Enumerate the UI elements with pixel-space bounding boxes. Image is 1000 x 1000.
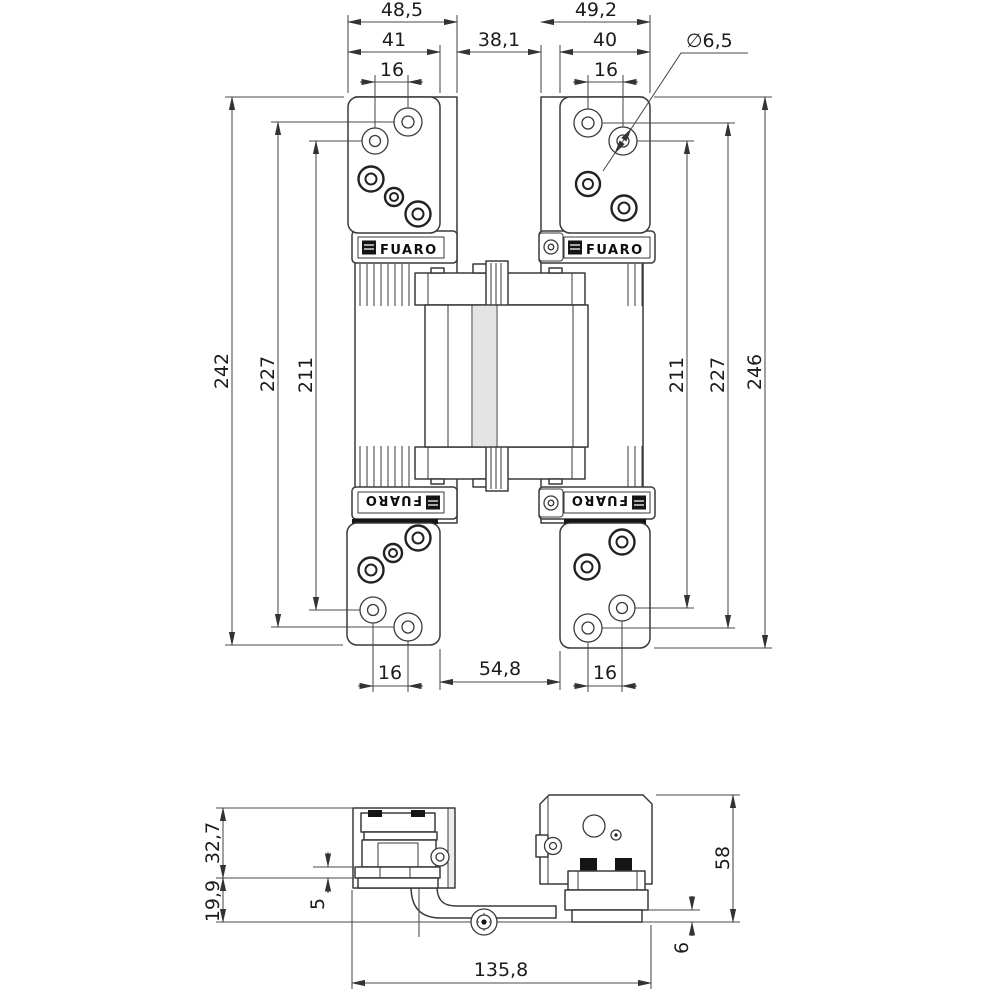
badge-label: FUARO <box>586 243 644 258</box>
dim-5: 5 <box>307 898 329 910</box>
dim-40: 40 <box>593 29 617 51</box>
fuaro-logo-icon <box>632 495 646 510</box>
dim-246: 246 <box>744 354 766 390</box>
right-top-badge: FUARO <box>538 230 656 264</box>
dim-211-right: 211 <box>666 357 688 393</box>
dim-48-5: 48,5 <box>381 0 423 21</box>
dim-49-2: 49,2 <box>575 0 617 21</box>
right-bottom-badge: FUARO <box>538 486 656 520</box>
dim-211-left: 211 <box>295 357 317 393</box>
right-bottom-plate <box>559 519 651 649</box>
door-cup-side <box>352 807 456 889</box>
front-left-dimensions: 242 227 211 <box>211 96 394 646</box>
left-top-badge: FUARO <box>351 230 458 264</box>
dim-16-bottom-right: 16 <box>593 662 617 684</box>
side-view: 32,7 19,9 5 58 6 135,8 <box>202 794 740 989</box>
dim-6: 6 <box>671 942 693 954</box>
dim-16-top-right: 16 <box>594 59 618 81</box>
dim-242: 242 <box>211 353 233 389</box>
side-dimensions: 32,7 19,9 5 58 6 135,8 <box>202 794 740 989</box>
dim-16-top-left: 16 <box>380 59 404 81</box>
right-top-plate <box>559 96 651 234</box>
dim-227-left: 227 <box>257 356 279 392</box>
badge-label: FUARO <box>380 243 438 258</box>
dim-19-9: 19,9 <box>202 880 224 922</box>
pivot-body <box>424 304 589 448</box>
fuaro-logo-icon <box>568 240 582 255</box>
dim-58: 58 <box>712 846 734 870</box>
link-arm <box>410 885 557 937</box>
dim-32-7: 32,7 <box>202 822 224 864</box>
front-bottom-dimensions: 16 54,8 16 <box>358 621 637 692</box>
left-top-plate <box>347 96 441 234</box>
front-right-dimensions: 211 227 246 <box>602 96 772 649</box>
front-top-dimensions: 48,5 41 16 38,1 49,2 40 16 ∅6,5 <box>347 0 748 172</box>
left-bottom-plate <box>346 519 441 646</box>
pivot-mechanism <box>414 260 589 492</box>
fuaro-logo-icon <box>426 495 440 510</box>
front-view: FUARO FUARO FUARO <box>211 0 772 692</box>
frame-hole-icon <box>582 814 606 838</box>
dim-227-right: 227 <box>707 357 729 393</box>
dim-41: 41 <box>382 29 406 51</box>
pivot-piston-bottom <box>485 444 509 492</box>
pivot-piston-top <box>485 260 509 308</box>
badge-label-inverted: FUARO <box>570 492 628 507</box>
badge-label-inverted: FUARO <box>364 492 422 507</box>
frame-part-side <box>535 794 653 923</box>
diameter-callout: ∅6,5 <box>602 30 748 172</box>
dim-38-1: 38,1 <box>478 29 520 51</box>
dim-diameter-6-5: ∅6,5 <box>686 30 733 52</box>
left-bottom-badge: FUARO <box>351 486 458 520</box>
dim-135-8: 135,8 <box>474 959 528 981</box>
dim-16-bottom-left: 16 <box>378 662 402 684</box>
dim-54-8: 54,8 <box>479 658 521 680</box>
fuaro-logo-icon <box>362 240 376 255</box>
